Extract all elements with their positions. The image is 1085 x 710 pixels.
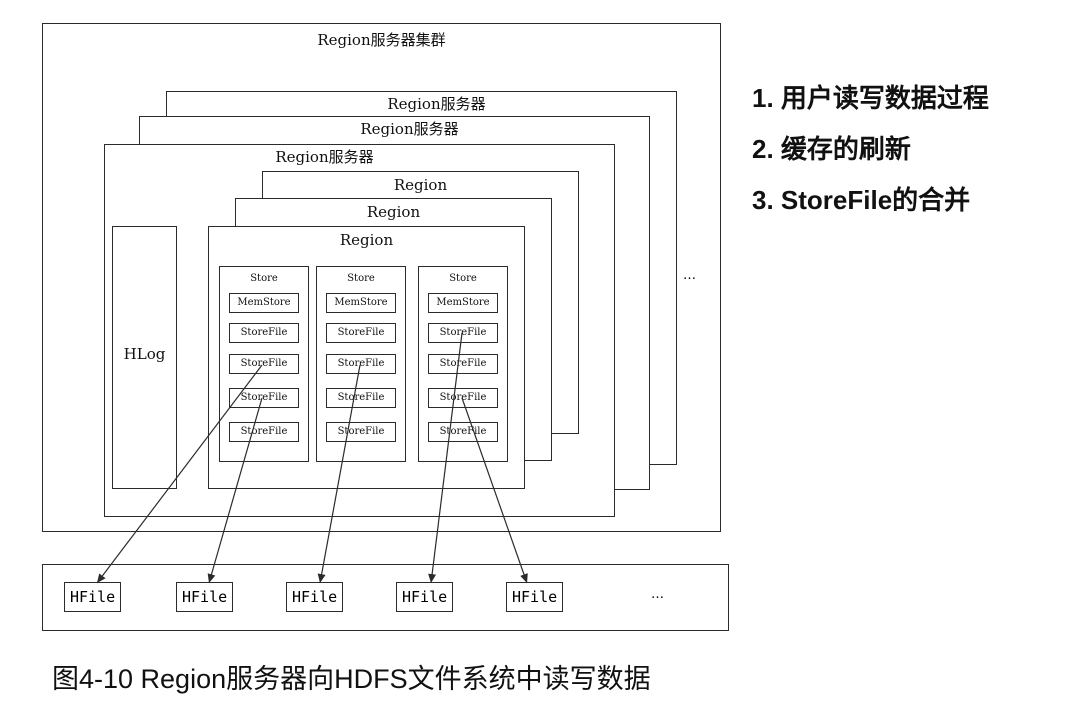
hfile-box: HFile	[396, 582, 454, 612]
storefile-box: StoreFile	[229, 354, 299, 374]
hfile-box: HFile	[286, 582, 344, 612]
hlog-box: HLog	[112, 226, 177, 489]
hfile-box: HFile	[64, 582, 122, 612]
storefile-box: StoreFile	[326, 422, 396, 442]
storefile-box: StoreFile	[428, 422, 498, 442]
region-server-title: Region服务器	[275, 148, 374, 166]
store-3: Store MemStore StoreFile StoreFile Store…	[418, 266, 508, 462]
cluster-ellipsis: …	[683, 268, 698, 283]
store-title: Store	[250, 273, 278, 284]
storefile-box: StoreFile	[229, 422, 299, 442]
storefile-box: StoreFile	[428, 354, 498, 374]
hdfs-storage: HFile HFile HFile HFile HFile …	[42, 564, 729, 631]
legend-item-storefile-merge: 3. StoreFile的合并	[752, 185, 971, 215]
storefile-box: StoreFile	[326, 388, 396, 408]
storefile-box: StoreFile	[428, 323, 498, 343]
storefile-box: StoreFile	[229, 388, 299, 408]
region-title: Region	[393, 176, 448, 194]
store-1: Store MemStore StoreFile StoreFile Store…	[219, 266, 309, 462]
memstore-box: MemStore	[326, 293, 396, 313]
memstore-box: MemStore	[229, 293, 299, 313]
storefile-box: StoreFile	[428, 388, 498, 408]
region-server-title: Region服务器	[387, 95, 486, 113]
store-2: Store MemStore StoreFile StoreFile Store…	[316, 266, 406, 462]
region-title: Region	[339, 231, 394, 249]
storefile-box: StoreFile	[326, 354, 396, 374]
storefile-box: StoreFile	[326, 323, 396, 343]
storefile-box: StoreFile	[229, 323, 299, 343]
figure-caption: 图4-10 Region服务器向HDFS文件系统中读写数据	[52, 664, 651, 694]
hlog-label: HLog	[123, 345, 166, 363]
store-title: Store	[449, 273, 477, 284]
hdfs-ellipsis: …	[651, 587, 666, 602]
legend-item-read-write: 1. 用户读写数据过程	[752, 83, 989, 113]
hfile-box: HFile	[506, 582, 564, 612]
hfile-box: HFile	[176, 582, 234, 612]
cluster-title: Region服务器集群	[317, 31, 446, 49]
region-title: Region	[366, 203, 421, 221]
region-server-title: Region服务器	[360, 120, 459, 138]
store-title: Store	[347, 273, 375, 284]
legend-item-cache-flush: 2. 缓存的刷新	[752, 134, 911, 164]
memstore-box: MemStore	[428, 293, 498, 313]
